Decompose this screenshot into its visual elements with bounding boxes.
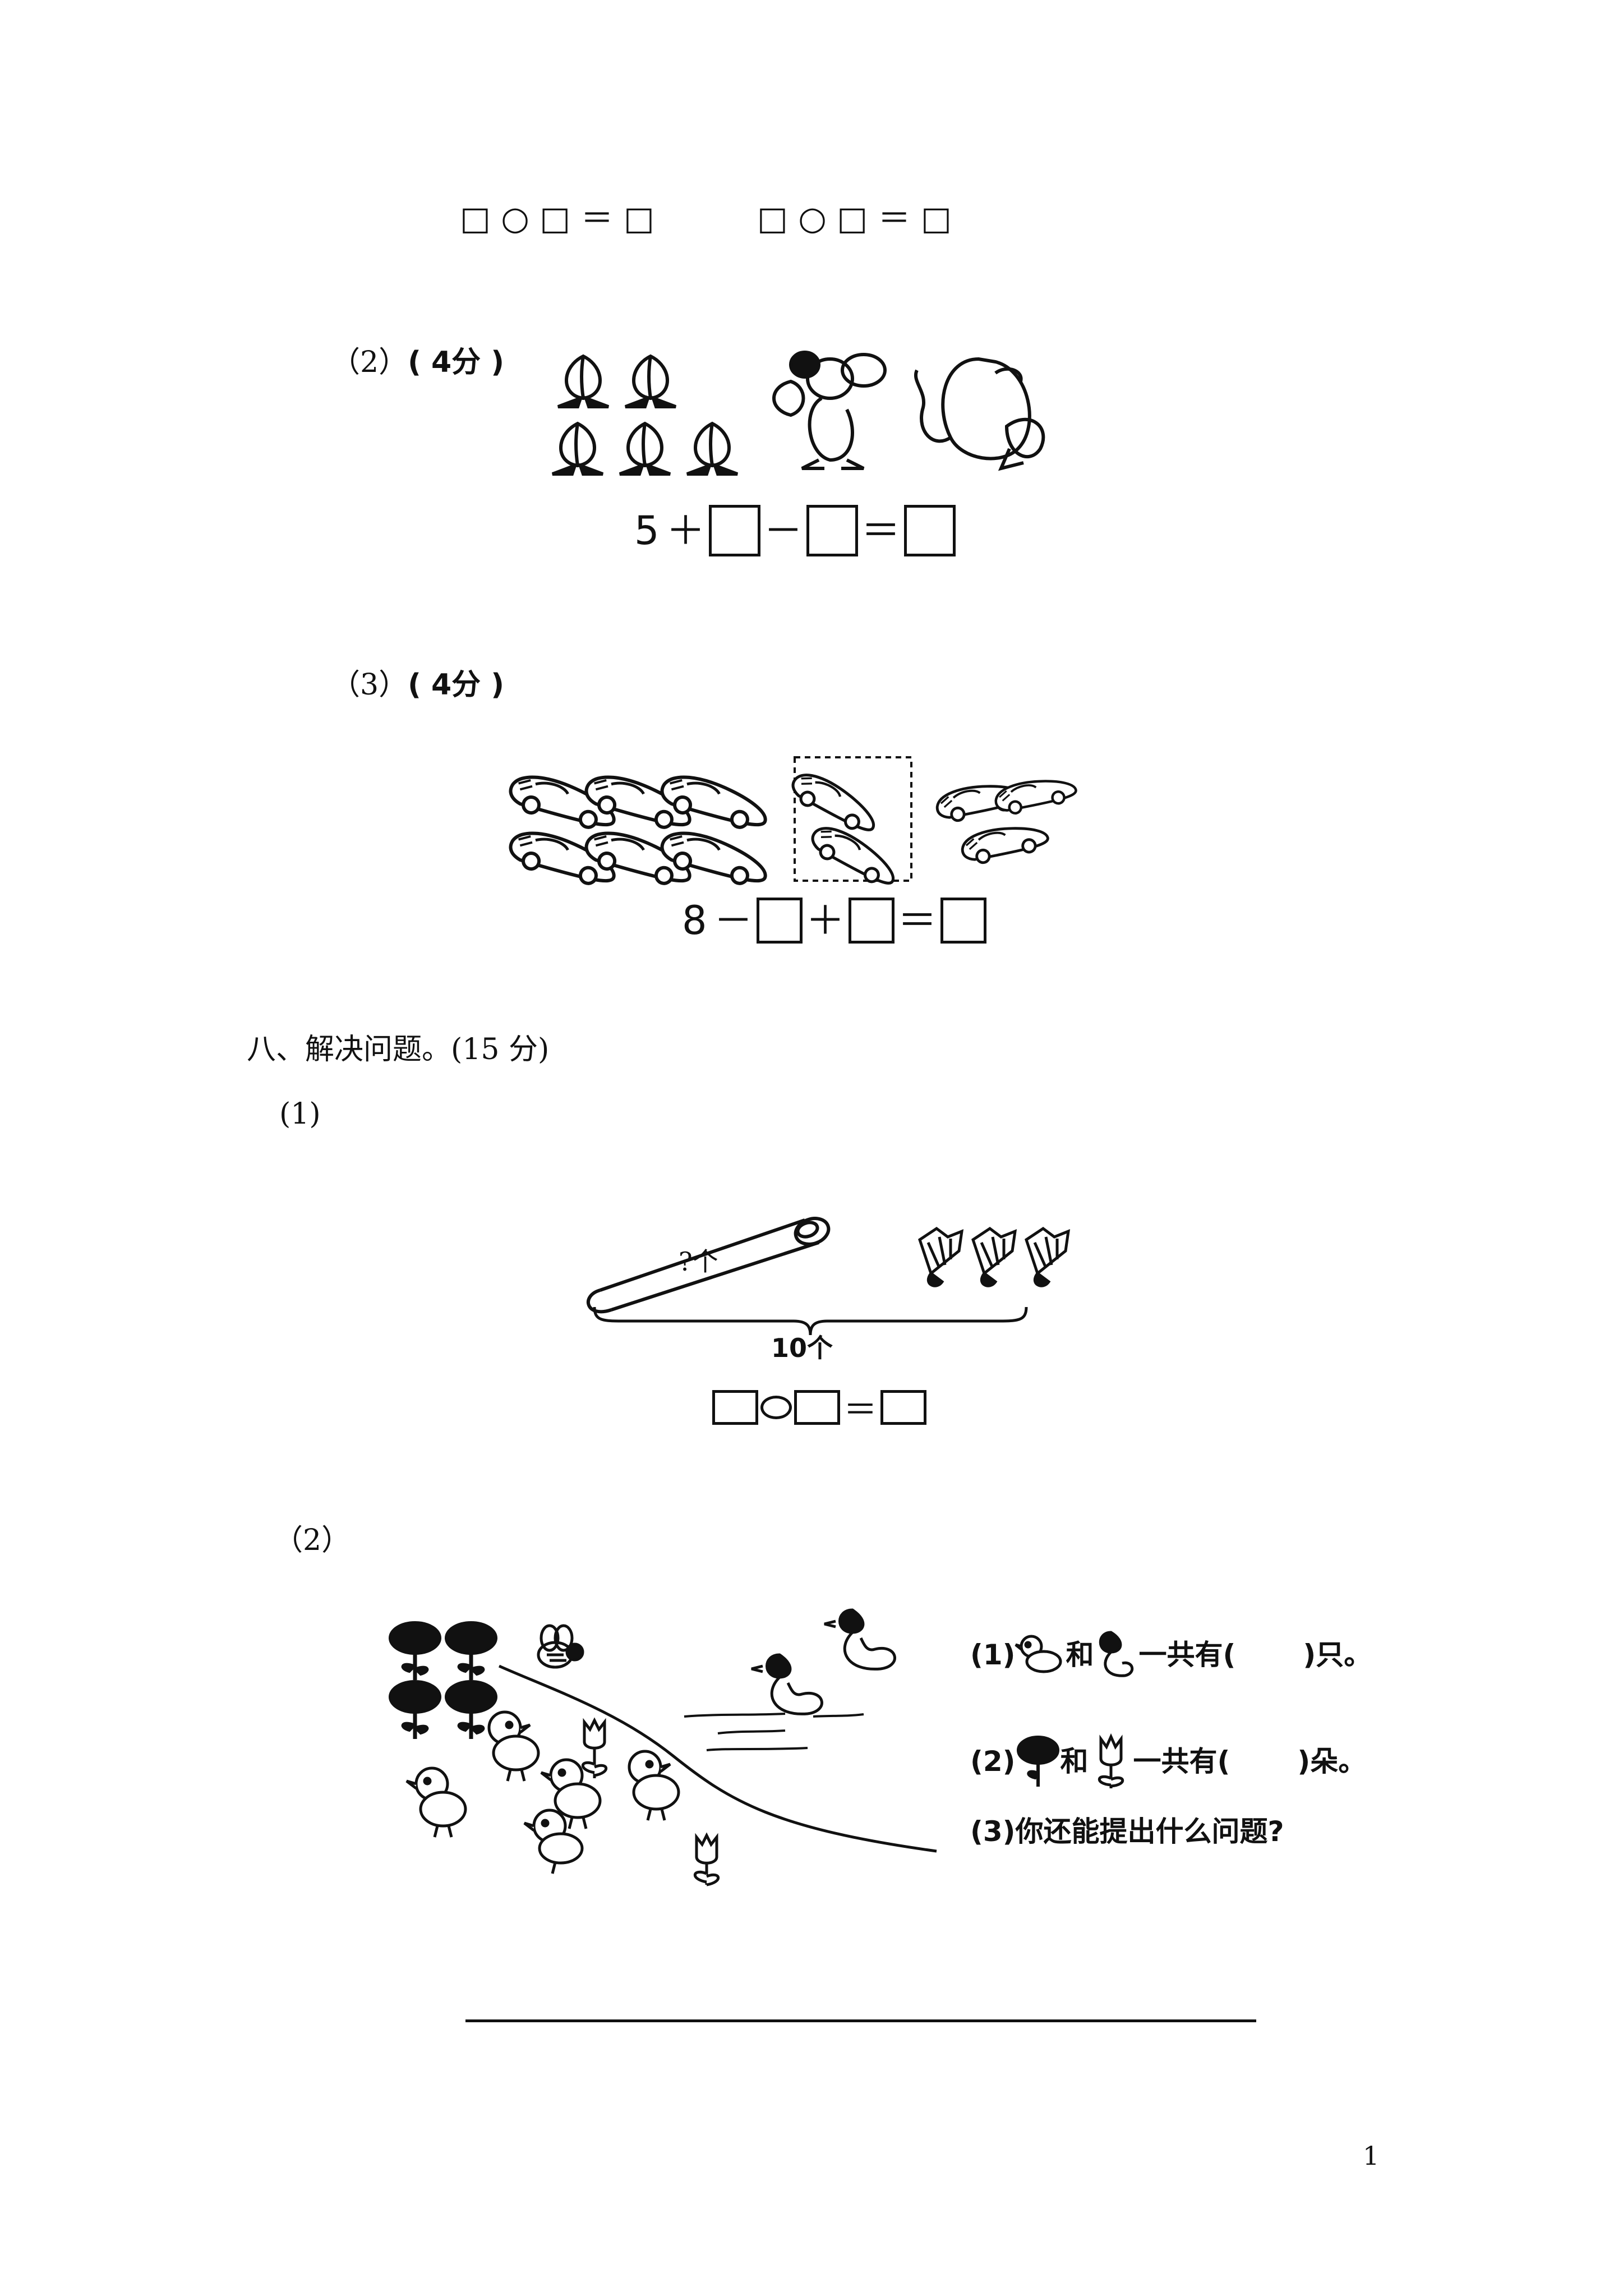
tulip-icon — [1098, 1733, 1124, 1788]
peach-icon — [551, 354, 739, 476]
race-car-icon-moving — [786, 769, 902, 890]
chick-icon — [1014, 1635, 1062, 1673]
flower-icon — [389, 1621, 497, 1739]
p1-eq-sign: ＝ — [843, 1391, 877, 1430]
peach-group — [551, 354, 739, 476]
brace-icon — [593, 1306, 1028, 1336]
q2-score: ( 4分 ) — [408, 346, 505, 379]
p2-q2-end: )朵。 — [1297, 1745, 1367, 1778]
p2-q1-and: 和 — [1066, 1639, 1094, 1671]
tube-label: ?个 — [679, 1246, 718, 1277]
section8-p1-label: (1) — [279, 1097, 321, 1131]
p2-q2-pre: (2) — [970, 1745, 1016, 1778]
q3-op1: － — [713, 898, 753, 944]
q3-score: ( 4分 ) — [408, 668, 505, 702]
shuttlecock-group — [918, 1226, 1071, 1287]
tulip-icon — [581, 1717, 720, 1887]
section8-p2-label: （2） — [274, 1524, 351, 1557]
q2-answer-box-3[interactable] — [903, 505, 956, 556]
duck-icon — [1099, 1631, 1133, 1677]
p2-q1-end: )只。 — [1303, 1639, 1372, 1671]
race-car-icon — [506, 772, 771, 889]
p1-operator-circle[interactable] — [760, 1395, 792, 1419]
q3-answer-box-3[interactable] — [940, 898, 986, 944]
pond-scene — [389, 1608, 937, 1887]
chick-icon — [405, 1710, 680, 1874]
p2-q1-pre: (1) — [970, 1639, 1016, 1671]
page-number: 1 — [1363, 2141, 1380, 2171]
flower-icon — [1016, 1736, 1059, 1787]
q2-label: （2）( 4分 ) — [331, 348, 504, 377]
p1-answer-box-1[interactable] — [712, 1389, 758, 1425]
p1-equation: ＝ — [712, 1383, 926, 1432]
river-icon — [498, 1664, 937, 1853]
shuttlecock-tube-icon: ?个 — [586, 1217, 831, 1314]
shuttlecock-icon — [918, 1226, 1071, 1287]
race-car-icon-arriving — [934, 770, 1078, 869]
top-equation-2: □ ○ □ ＝ □ — [757, 199, 952, 237]
q3-eq-start: 8 — [682, 898, 707, 944]
mouse-eating-peach-icon — [914, 357, 1045, 471]
q2-eq-start: 5 — [634, 508, 660, 554]
q2-op2: － — [763, 508, 803, 554]
p1-answer-box-2[interactable] — [794, 1389, 840, 1425]
mouse-holding-peach-icon — [772, 351, 887, 470]
q3-number: （3） — [331, 668, 408, 702]
q2-equation: 5 ＋ － ＝ — [631, 505, 956, 556]
p2-q2-and: 和 — [1060, 1745, 1089, 1778]
q2-answer-box-1[interactable] — [708, 505, 760, 556]
q3-answer-box-1[interactable] — [756, 898, 803, 944]
q2-eq-sign: ＝ — [861, 508, 901, 554]
top-equation-1: □ ○ □ ＝ □ — [460, 199, 654, 237]
bee-icon — [537, 1624, 584, 1669]
q2-number: （2） — [331, 346, 408, 379]
p2-question-1: (1) 和 一共有( )只。 — [970, 1630, 1372, 1680]
q2-op1: ＋ — [666, 508, 706, 554]
p2-question-3: (3)你还能提出什么问题? — [970, 1815, 1284, 1848]
dashed-box — [794, 756, 912, 882]
section8-title: 八、解决问题。(15 分) — [247, 1033, 550, 1066]
p2-q2-post: 一共有( — [1133, 1745, 1230, 1778]
race-car-group — [516, 756, 1078, 892]
q3-answer-box-2[interactable] — [848, 898, 895, 944]
answer-line[interactable] — [465, 2019, 1256, 2022]
p2-question-2: (2) 和 一共有( )朵。 — [970, 1733, 1366, 1789]
p1-answer-box-3[interactable] — [880, 1389, 926, 1425]
duck-icon — [751, 1608, 896, 1715]
q3-eq-sign: ＝ — [897, 898, 937, 944]
water-ripples — [684, 1713, 864, 1751]
q2-answer-box-2[interactable] — [806, 505, 858, 556]
p2-q1-post: 一共有( — [1138, 1639, 1236, 1671]
q3-equation: 8 － ＋ ＝ — [679, 898, 986, 944]
q3-label: （3）( 4分 ) — [331, 670, 504, 700]
brace-label: 10个 — [771, 1333, 833, 1363]
q3-op2: ＋ — [805, 898, 845, 944]
